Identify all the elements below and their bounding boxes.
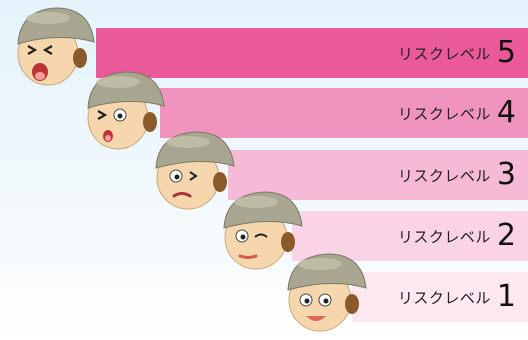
- worker-face-uneasy-icon: [146, 126, 242, 214]
- risk-level-label: リスクレベル: [397, 44, 491, 63]
- worker-face-scared-icon: [8, 2, 104, 90]
- risk-level-label: リスクレベル: [397, 166, 491, 185]
- worker-face-worried-icon: [78, 66, 174, 154]
- risk-level-bar-5: リスクレベル 5: [96, 28, 528, 78]
- worker-face-smile-icon: [278, 248, 374, 336]
- risk-level-number: 5: [496, 35, 516, 70]
- risk-level-bar-3: リスクレベル 3: [228, 150, 528, 200]
- risk-level-number: 4: [496, 95, 516, 130]
- risk-level-number: 3: [496, 157, 516, 192]
- risk-level-number: 1: [496, 279, 516, 314]
- risk-level-bar-1: リスクレベル 1: [352, 272, 528, 322]
- risk-level-label: リスクレベル: [397, 227, 491, 246]
- risk-level-bar-2: リスクレベル 2: [292, 211, 528, 261]
- risk-level-number: 2: [496, 218, 516, 253]
- risk-level-label: リスクレベル: [397, 104, 491, 123]
- risk-level-bar-4: リスクレベル 4: [160, 88, 528, 138]
- risk-level-label: リスクレベル: [397, 288, 491, 307]
- worker-face-wink-icon: [214, 186, 310, 274]
